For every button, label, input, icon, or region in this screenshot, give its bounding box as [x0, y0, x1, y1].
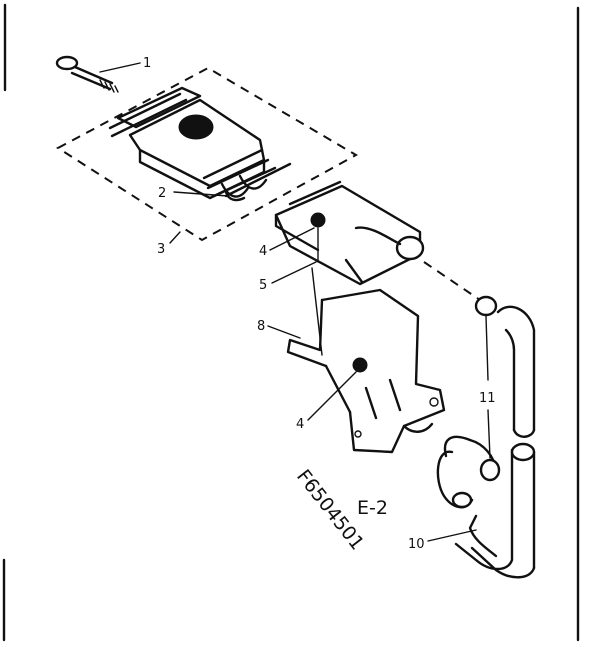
leader-8 — [267, 325, 301, 339]
leader-4b — [307, 371, 357, 421]
callout-5: 5 — [259, 278, 267, 293]
clamp-leader-lower — [487, 409, 491, 459]
connection-dashed-line — [423, 261, 481, 301]
callout-2: 2 — [158, 186, 166, 201]
valve-body — [274, 180, 425, 286]
assembly-outline-box — [56, 66, 359, 242]
screw-part — [55, 55, 119, 93]
leader-1 — [99, 62, 141, 73]
leader-5 — [271, 261, 317, 284]
callout-4-upper: 4 — [259, 244, 267, 259]
leader-10 — [427, 529, 477, 542]
hose-assembly — [436, 295, 536, 579]
leader-2 — [173, 191, 229, 197]
leader-4a — [269, 227, 315, 251]
diagram-code: E-2 — [357, 497, 388, 519]
callout-10: 10 — [408, 537, 425, 552]
leader-3 — [169, 231, 181, 244]
callout-4-lower: 4 — [296, 417, 304, 432]
clamp-leader-upper — [485, 315, 489, 381]
callout-8: 8 — [257, 319, 265, 334]
filter-housing — [108, 86, 292, 200]
callout-1: 1 — [143, 56, 151, 71]
gasket-part — [224, 190, 246, 202]
callout-11: 11 — [479, 391, 496, 406]
callout-3: 3 — [157, 242, 165, 257]
mounting-bracket — [286, 288, 446, 454]
